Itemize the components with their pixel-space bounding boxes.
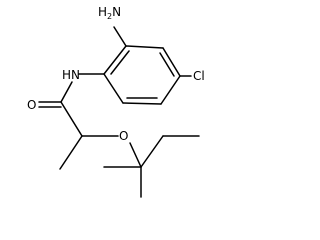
- ring-bond-c3-c4: [162, 47, 181, 77]
- ring-bond-c4-c5: [160, 75, 181, 105]
- molecule-structure: H2N HN Cl O O: [27, 5, 205, 198]
- ring-bond-c6-c1: [103, 73, 124, 104]
- ring-bond-c5-c6: [122, 102, 162, 105]
- ring-double-bond-c1-c2: [110, 50, 130, 75]
- bond-quaternary-to-ethyl: [140, 135, 164, 168]
- ring-bond-c1-c2: [103, 45, 127, 75]
- ring-double-bond-c3-c4: [159, 52, 175, 77]
- bond-ring-to-amine: [113, 26, 127, 47]
- chloro-label: Cl: [193, 69, 205, 83]
- ring-bond-c2-c3: [125, 45, 164, 49]
- ether-oxygen-label: O: [119, 129, 128, 143]
- amine-prefix: H: [98, 5, 107, 19]
- bond-ether-o-to-quaternary: [129, 142, 142, 168]
- bond-carbonyl-to-alpha: [60, 101, 83, 137]
- amine-suffix: N: [112, 5, 121, 19]
- carbonyl-oxygen-label: O: [27, 98, 36, 112]
- amide-nh-label: HN: [62, 68, 80, 82]
- amine-subscript: 2: [107, 12, 112, 21]
- benzene-ring: [103, 45, 181, 105]
- bond-nh-to-carbonyl: [60, 81, 73, 103]
- amine-label: H2N: [98, 5, 121, 21]
- bond-alpha-to-methyl: [59, 135, 83, 170]
